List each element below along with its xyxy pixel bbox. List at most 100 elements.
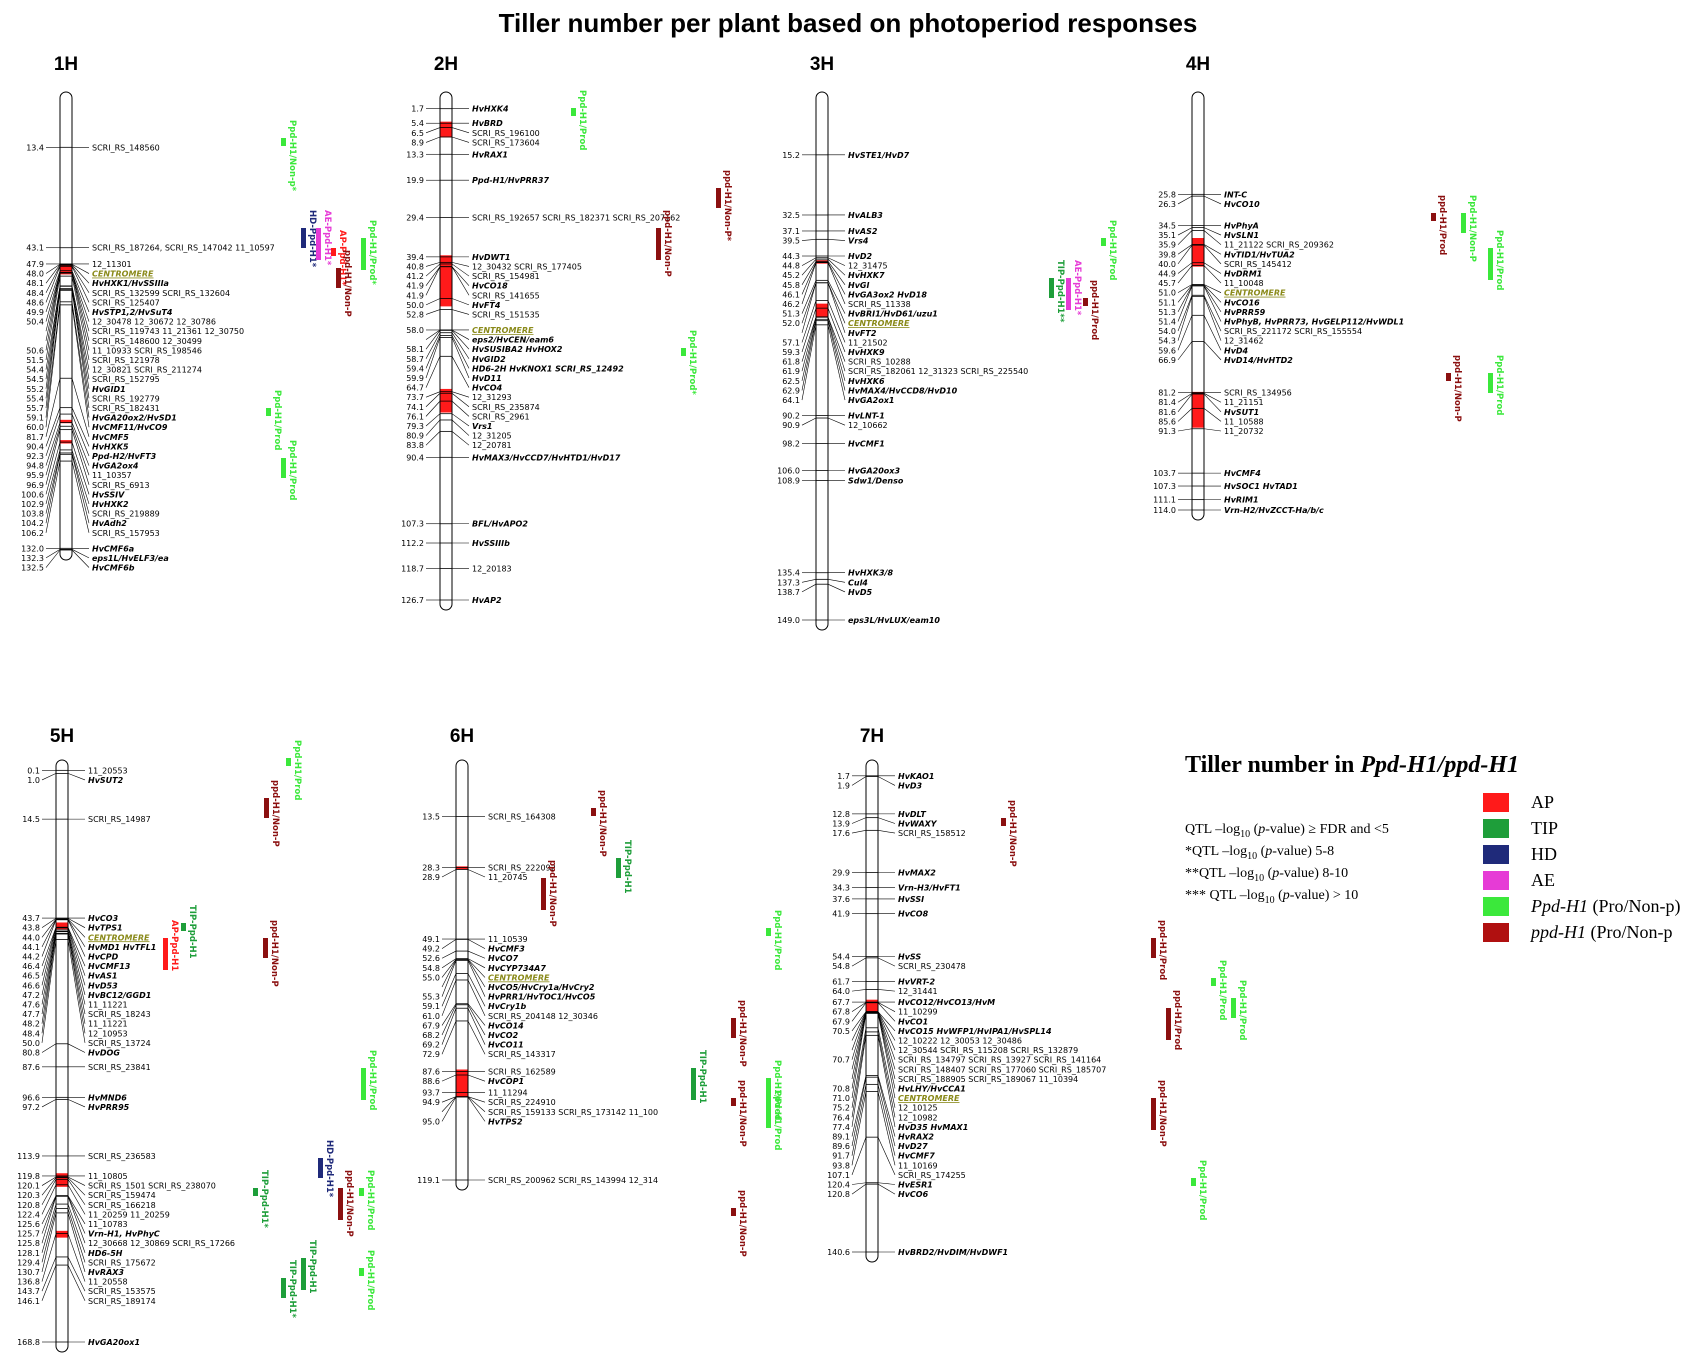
marker-position: 14.5 [22,815,40,824]
marker-connector [425,330,441,350]
marker-connector [441,1096,457,1122]
marker-position: 44.9 [1158,269,1176,278]
marker-connector [1203,265,1222,284]
marker-position: 119.1 [417,1176,440,1185]
marker-connector [45,290,61,408]
marker-position: 46.1 [782,290,800,299]
marker-connector [1177,296,1193,341]
marker-connector [71,461,90,533]
qtl-bar [731,1208,736,1216]
marker-connector [1203,284,1222,293]
marker-connector [851,1077,867,1147]
marker-position: 120.4 [827,1180,850,1189]
qtl-interval [56,1230,68,1238]
marker-connector [877,1012,896,1079]
qtl-interval [456,1069,468,1098]
marker-name: 11_20553 [88,766,128,775]
marker-name: HvSSIV [92,490,125,499]
qtl-label: Ppd-H1/Prod [772,1090,782,1150]
marker-position: 73.7 [406,393,424,402]
marker-connector [801,239,817,241]
marker-connector [45,272,61,332]
marker-connector [451,263,470,277]
legend-title-text: Tiller number in [1185,752,1361,778]
marker-position: 96.6 [22,1093,40,1102]
marker-name: HvGA20ox1 [88,1338,140,1347]
marker-position: 146.1 [17,1297,40,1306]
marker-connector [67,919,86,957]
marker-position: 55.0 [422,973,440,982]
qtl-label: ppd-H1/Non-P [1007,800,1017,867]
marker-position: 75.2 [832,1104,850,1113]
chromosome-label: 7H [860,726,884,747]
marker-name: SCRI_RS_148407 SCRI_RS_177060 SCRI_RS_18… [898,1065,1106,1074]
marker-name: HvAdh2 [92,519,127,528]
marker-position: 79.3 [406,422,424,431]
marker-connector [41,1177,57,1196]
marker-connector [851,1002,867,1012]
marker-connector [1203,315,1222,351]
marker-connector [877,776,896,786]
marker-position: 125.8 [17,1239,40,1248]
marker-position: 54.5 [26,375,44,384]
qtl-bar [591,808,596,816]
marker-connector [851,1011,867,1051]
qtl-label: ppd-H1/Non-P [737,1080,747,1147]
marker-connector [67,927,86,986]
marker-connector [1203,244,1222,265]
marker-name: 12_31441 [898,987,938,996]
qtl-bar [1001,818,1006,826]
marker-connector [67,919,86,948]
marker-connector [851,817,867,824]
marker-connector [41,927,57,976]
marker-name: HvCO8 [898,910,929,919]
marker-connector [1203,195,1222,205]
qtl-interval [440,255,452,307]
marker-name: BFL/HvAPO2 [472,520,528,529]
marker-position: 58.1 [406,345,424,354]
marker-connector [827,257,846,266]
marker-name: 11_10783 [88,1220,128,1229]
marker-connector [877,1002,896,1022]
qtl-label: ppd-H1/Prod [1089,280,1099,340]
marker-name: HvCO6 [898,1190,929,1199]
marker-position: 37.1 [782,227,800,236]
marker-position: 26.3 [1158,200,1176,209]
marker-connector [67,1212,86,1273]
marker-connector [425,356,441,388]
marker-position: 102.9 [21,500,44,509]
qtl-label: ppd-H1/Non-P [270,780,280,847]
marker-connector [851,957,867,967]
qtl-label: Ppd-H1/Prod [1217,960,1227,1020]
marker-position: 48.1 [26,279,44,288]
marker-connector [425,393,441,407]
qtl-bar [281,1278,286,1298]
marker-connector [67,931,86,1015]
marker-connector [1203,295,1222,332]
marker-connector [71,285,90,370]
qtl-label: Ppd-H1/Prod* [687,330,697,395]
marker-position: 81.4 [1158,398,1176,407]
marker-connector [1177,195,1193,205]
marker-connector [71,264,90,274]
marker-position: 88.6 [422,1077,440,1086]
marker-connector [67,1256,86,1292]
marker-name: HvD53 [88,981,118,990]
marker-position: 13.5 [422,812,440,821]
legend-title: Tiller number in Ppd-H1/ppd-H1 [1185,752,1519,779]
marker-position: 61.8 [782,358,800,367]
marker-position: 69.2 [422,1041,440,1050]
marker-connector [1177,230,1193,245]
marker-connector [71,442,90,495]
marker-position: 52.0 [782,319,800,328]
marker-name: HvSUT1 [1224,408,1259,417]
marker-name: HvSUT2 [88,776,124,785]
marker-connector [877,1012,896,1089]
marker-name: HvGA2ox4 [92,462,139,471]
marker-connector [1203,230,1222,245]
marker-position: 35.1 [1158,231,1176,240]
marker-name: 11_20259 11_20259 [88,1210,170,1219]
marker-name: 11_21151 [1224,398,1264,407]
marker-name: Sdw1/Denso [848,477,904,486]
marker-connector [45,452,61,514]
